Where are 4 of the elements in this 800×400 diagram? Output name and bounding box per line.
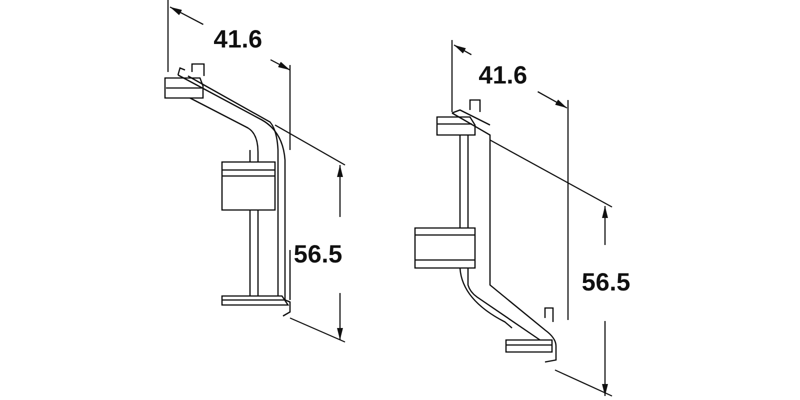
dimension-label: 41.6 bbox=[478, 64, 528, 88]
dimension-label: 41.6 bbox=[214, 28, 262, 52]
dimension-label: 56.5 bbox=[294, 242, 342, 268]
dimension-label: 56.5 bbox=[582, 270, 630, 296]
